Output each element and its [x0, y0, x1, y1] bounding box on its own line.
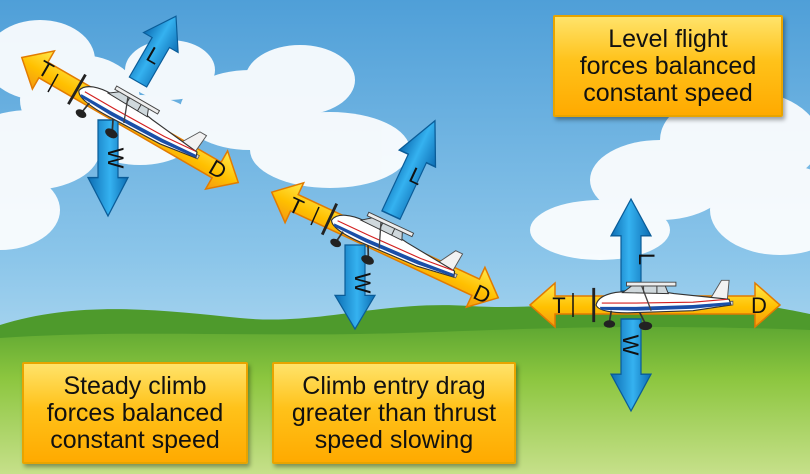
drag-label: D — [751, 293, 767, 318]
caption-line: constant speed — [583, 78, 753, 107]
caption-line: Steady climb — [63, 371, 207, 400]
thrust-tick — [310, 206, 320, 226]
thrust-tick — [47, 73, 59, 93]
cloud-center — [180, 45, 410, 188]
caption-steady-climb: Steady climb forces balanced constant sp… — [22, 362, 248, 464]
weight-label: W — [103, 148, 128, 169]
caption-line: forces balanced — [46, 398, 224, 427]
caption-line: Climb entry drag — [302, 371, 486, 400]
weight-label: W — [350, 273, 375, 294]
thrust-label: T — [552, 293, 565, 318]
caption-line: greater than thrust — [291, 398, 497, 427]
airplane-climb-entry: L W T D — [261, 111, 509, 330]
weight-label: W — [618, 335, 643, 356]
caption-line: constant speed — [50, 425, 220, 454]
caption-level-flight: Level flight forces balanced constant sp… — [553, 15, 783, 117]
caption-line: forces balanced — [579, 51, 757, 80]
caption-line: speed slowing — [314, 425, 474, 454]
caption-climb-entry: Climb entry drag greater than thrust spe… — [272, 362, 516, 464]
airplane-level-flight: L W T D — [529, 198, 781, 412]
caption-line: Level flight — [608, 24, 728, 53]
lift-label: L — [634, 253, 659, 265]
